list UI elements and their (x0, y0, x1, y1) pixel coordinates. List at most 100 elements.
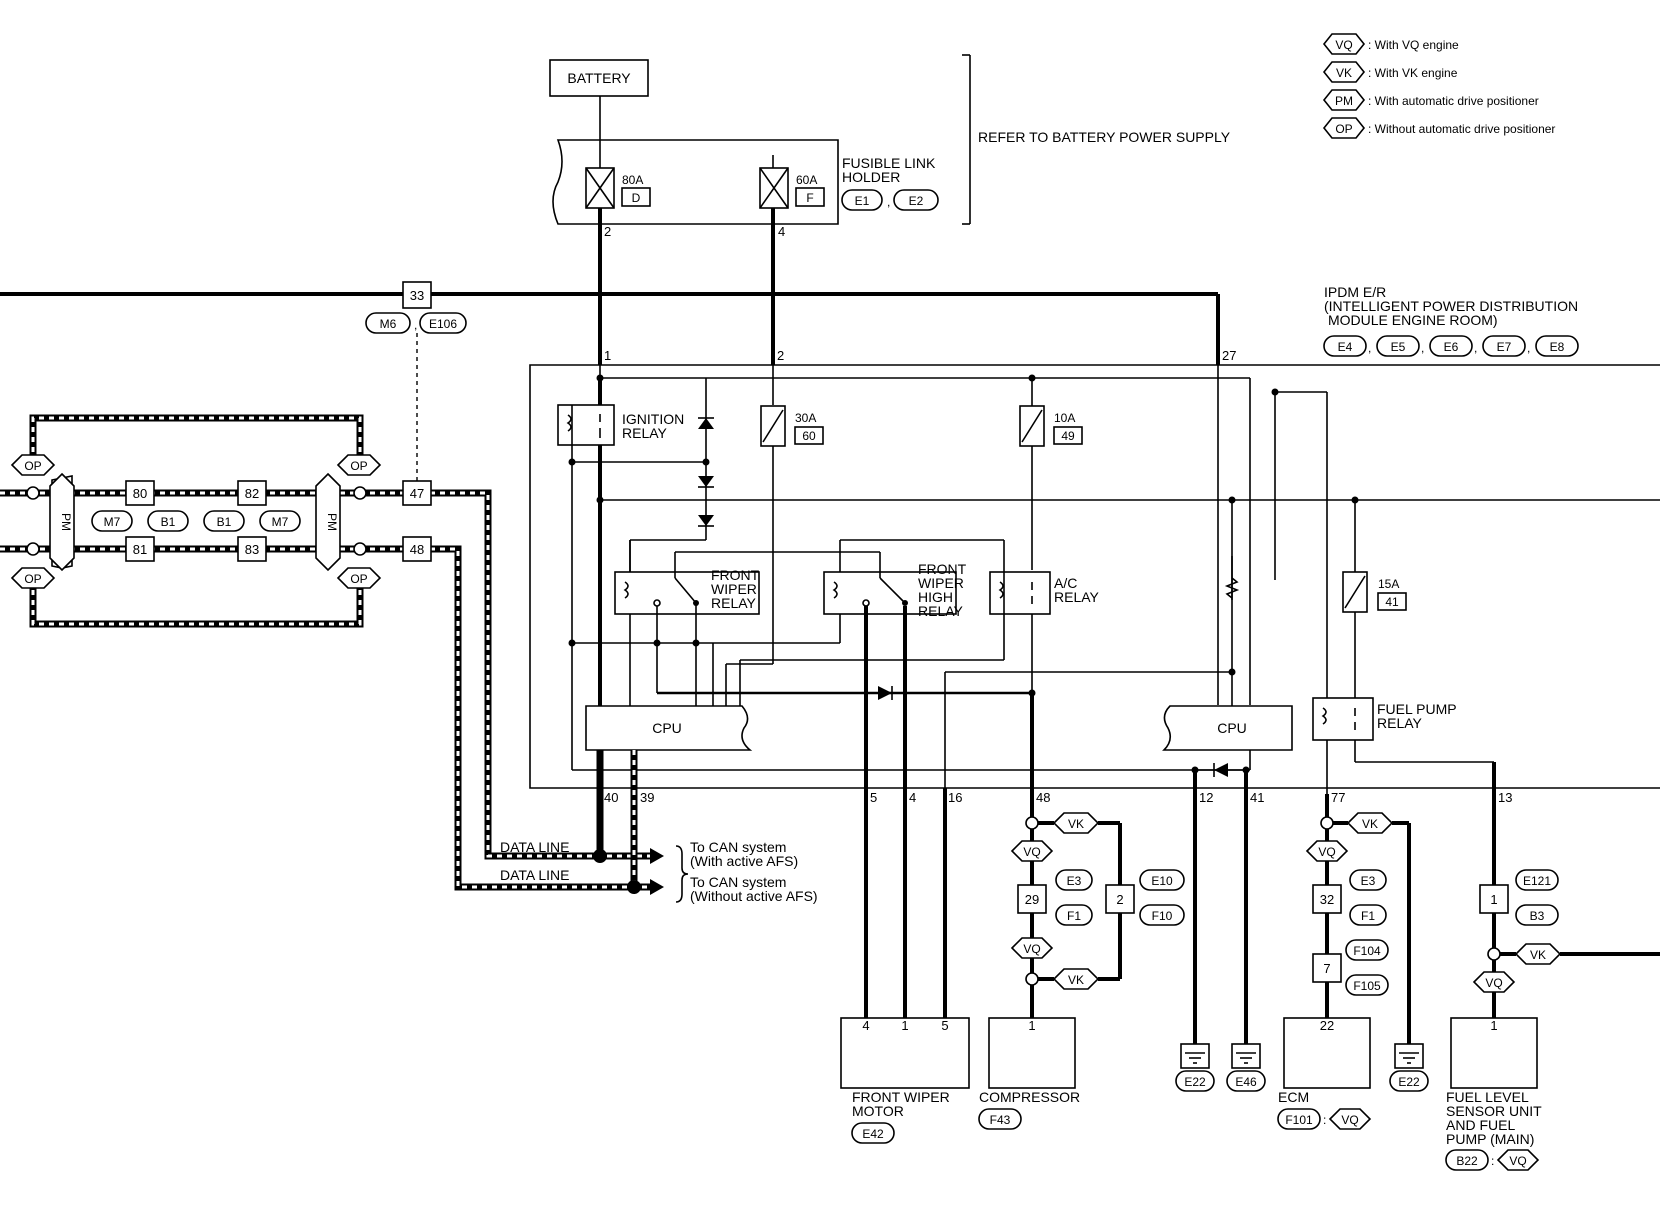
svg-text:WIPER: WIPER (918, 575, 964, 591)
ipdm-module: 1 2 27 (529, 348, 1660, 789)
svg-text:80: 80 (133, 486, 147, 501)
ignition-relay: IGNITION RELAY (622, 411, 684, 441)
svg-text:FUEL LEVEL: FUEL LEVEL (1446, 1089, 1529, 1105)
svg-text:39: 39 (640, 790, 654, 805)
svg-text:ECM: ECM (1278, 1089, 1309, 1105)
svg-text:41: 41 (1250, 790, 1264, 805)
svg-text:41: 41 (1385, 595, 1399, 609)
fuel-level-sensor-unit: 1 FUEL LEVEL SENSOR UNIT AND FUEL PUMP (… (1445, 1017, 1542, 1171)
svg-text:40: 40 (604, 790, 618, 805)
svg-text:FUSIBLE LINK: FUSIBLE LINK (842, 155, 936, 171)
front-wiper-relay: FRONT WIPER RELAY (614, 551, 880, 615)
fuse-10a: 10A 49 (1053, 411, 1083, 445)
svg-text:VK: VK (1068, 817, 1084, 831)
data-line: DATA LINE DATA LINE To CAN system (With … (500, 839, 818, 904)
svg-text:E46: E46 (1235, 1075, 1257, 1089)
svg-text:F101: F101 (1285, 1113, 1313, 1127)
svg-text:(INTELLIGENT POWER DISTRIBUTIO: (INTELLIGENT POWER DISTRIBUTION (1324, 298, 1578, 314)
svg-text:FRONT: FRONT (711, 567, 760, 583)
svg-text:F105: F105 (1353, 979, 1381, 993)
ipdm-label: IPDM E/R (INTELLIGENT POWER DISTRIBUTION… (1323, 284, 1579, 357)
svg-text:OP: OP (24, 459, 41, 473)
svg-text:PM: PM (59, 513, 73, 531)
svg-text:33: 33 (410, 288, 424, 303)
svg-text:E8: E8 (1550, 340, 1565, 354)
svg-text:MODULE ENGINE ROOM): MODULE ENGINE ROOM) (1328, 312, 1498, 328)
svg-text:PUMP (MAIN): PUMP (MAIN) (1446, 1131, 1534, 1147)
svg-text:,: , (1474, 341, 1477, 355)
svg-text:VQ: VQ (1509, 1154, 1526, 1168)
svg-text:7: 7 (1323, 961, 1330, 976)
svg-text:IPDM E/R: IPDM E/R (1324, 284, 1386, 300)
svg-text:F: F (806, 191, 813, 205)
svg-text:2: 2 (777, 348, 784, 363)
svg-text:: With automatic drive positio: : With automatic drive positioner (1368, 94, 1539, 108)
svg-text:1: 1 (1490, 1018, 1497, 1033)
legend: VQ : With VQ engine VK : With VK engine … (1322, 33, 1555, 139)
svg-text:,: , (414, 318, 417, 332)
ecm-chain: VK VQ 32 E3 F1 7 F104 F105 (1305, 794, 1411, 1044)
svg-text:VK: VK (1336, 66, 1352, 80)
svg-text:AND FUEL: AND FUEL (1446, 1117, 1515, 1133)
svg-text:M7: M7 (272, 515, 289, 529)
fusible-link-holder: 80A D 60A F FUSIBLE LINK HOLDER E1 , E2 … (552, 139, 939, 239)
front-wiper-high-relay: FRONT WIPER HIGH RELAY (823, 552, 967, 619)
svg-text:RELAY: RELAY (1377, 715, 1423, 731)
svg-text:RELAY: RELAY (1054, 589, 1100, 605)
svg-text:E4: E4 (1338, 340, 1353, 354)
compressor-chain: VK VQ 29 E3 F1 2 E10 F10 VQ VK (1010, 693, 1185, 1018)
ipdm-internal-wiring (557, 365, 1660, 794)
svg-text:OP: OP (350, 459, 367, 473)
legend-item-vq: VQ : With VQ engine (1322, 33, 1459, 55)
pm-marker: PM (315, 472, 341, 572)
svg-text:VK: VK (1068, 973, 1084, 987)
svg-text:COMPRESSOR: COMPRESSOR (979, 1089, 1080, 1105)
svg-text:,: , (1421, 341, 1424, 355)
refer-bracket: REFER TO BATTERY POWER SUPPLY (962, 54, 1231, 225)
svg-text:VQ: VQ (1318, 845, 1335, 859)
svg-text:OP: OP (350, 572, 367, 586)
battery: BATTERY (549, 59, 649, 97)
svg-text:FUEL PUMP: FUEL PUMP (1377, 701, 1457, 717)
svg-text:E10: E10 (1151, 874, 1173, 888)
svg-text:VK: VK (1530, 948, 1546, 962)
ground-e22: E22 (1389, 1043, 1429, 1092)
svg-text:F10: F10 (1152, 909, 1173, 923)
svg-text:83: 83 (245, 542, 259, 557)
svg-text::: : (1323, 1113, 1326, 1127)
ground-e46: E46 (1226, 1043, 1266, 1092)
svg-text:E7: E7 (1497, 340, 1512, 354)
svg-text:2: 2 (1116, 892, 1123, 907)
svg-text:: Without automatic drive posi: : Without automatic drive positioner (1368, 122, 1555, 136)
svg-text:F1: F1 (1067, 909, 1081, 923)
svg-text:PM: PM (325, 513, 339, 531)
left-harness: OP OP OP OP PM PM 80 81 (0, 414, 650, 894)
svg-text:81: 81 (133, 542, 147, 557)
svg-text:VQ: VQ (1341, 1113, 1358, 1127)
svg-text:5: 5 (941, 1018, 948, 1033)
svg-text:VQ: VQ (1023, 942, 1040, 956)
ground-e22: E22 (1175, 1043, 1215, 1092)
svg-text:1: 1 (1490, 892, 1497, 907)
svg-text:: With VK engine: : With VK engine (1368, 66, 1458, 80)
svg-text:47: 47 (410, 486, 424, 501)
svg-text:48: 48 (410, 542, 424, 557)
op-marker: OP (10, 454, 56, 476)
svg-text:80A: 80A (622, 173, 643, 187)
cpu-left: CPU (585, 705, 753, 751)
svg-text:(With active AFS): (With active AFS) (690, 853, 798, 869)
svg-text:B3: B3 (1530, 909, 1545, 923)
legend-item-pm: PM : With automatic drive positioner (1322, 89, 1539, 111)
ac-relay: A/C RELAY (989, 571, 1100, 615)
svg-text:B1: B1 (217, 515, 232, 529)
ipdm-bottom-pins: 40 39 5 4 16 48 12 41 77 13 (604, 790, 1512, 805)
fuel-pump-chain: 1 E121 B3 VK VQ (1472, 762, 1660, 1018)
svg-text:FRONT: FRONT (918, 561, 967, 577)
svg-text:B1: B1 (161, 515, 176, 529)
joint-connector-33: 33 M6 , E106 (365, 281, 467, 334)
svg-text:F104: F104 (1353, 944, 1381, 958)
svg-text:D: D (632, 191, 641, 205)
svg-text:4: 4 (909, 790, 916, 805)
svg-text:E1: E1 (855, 194, 870, 208)
svg-text:REFER TO BATTERY POWER SUPPLY: REFER TO BATTERY POWER SUPPLY (978, 129, 1231, 145)
